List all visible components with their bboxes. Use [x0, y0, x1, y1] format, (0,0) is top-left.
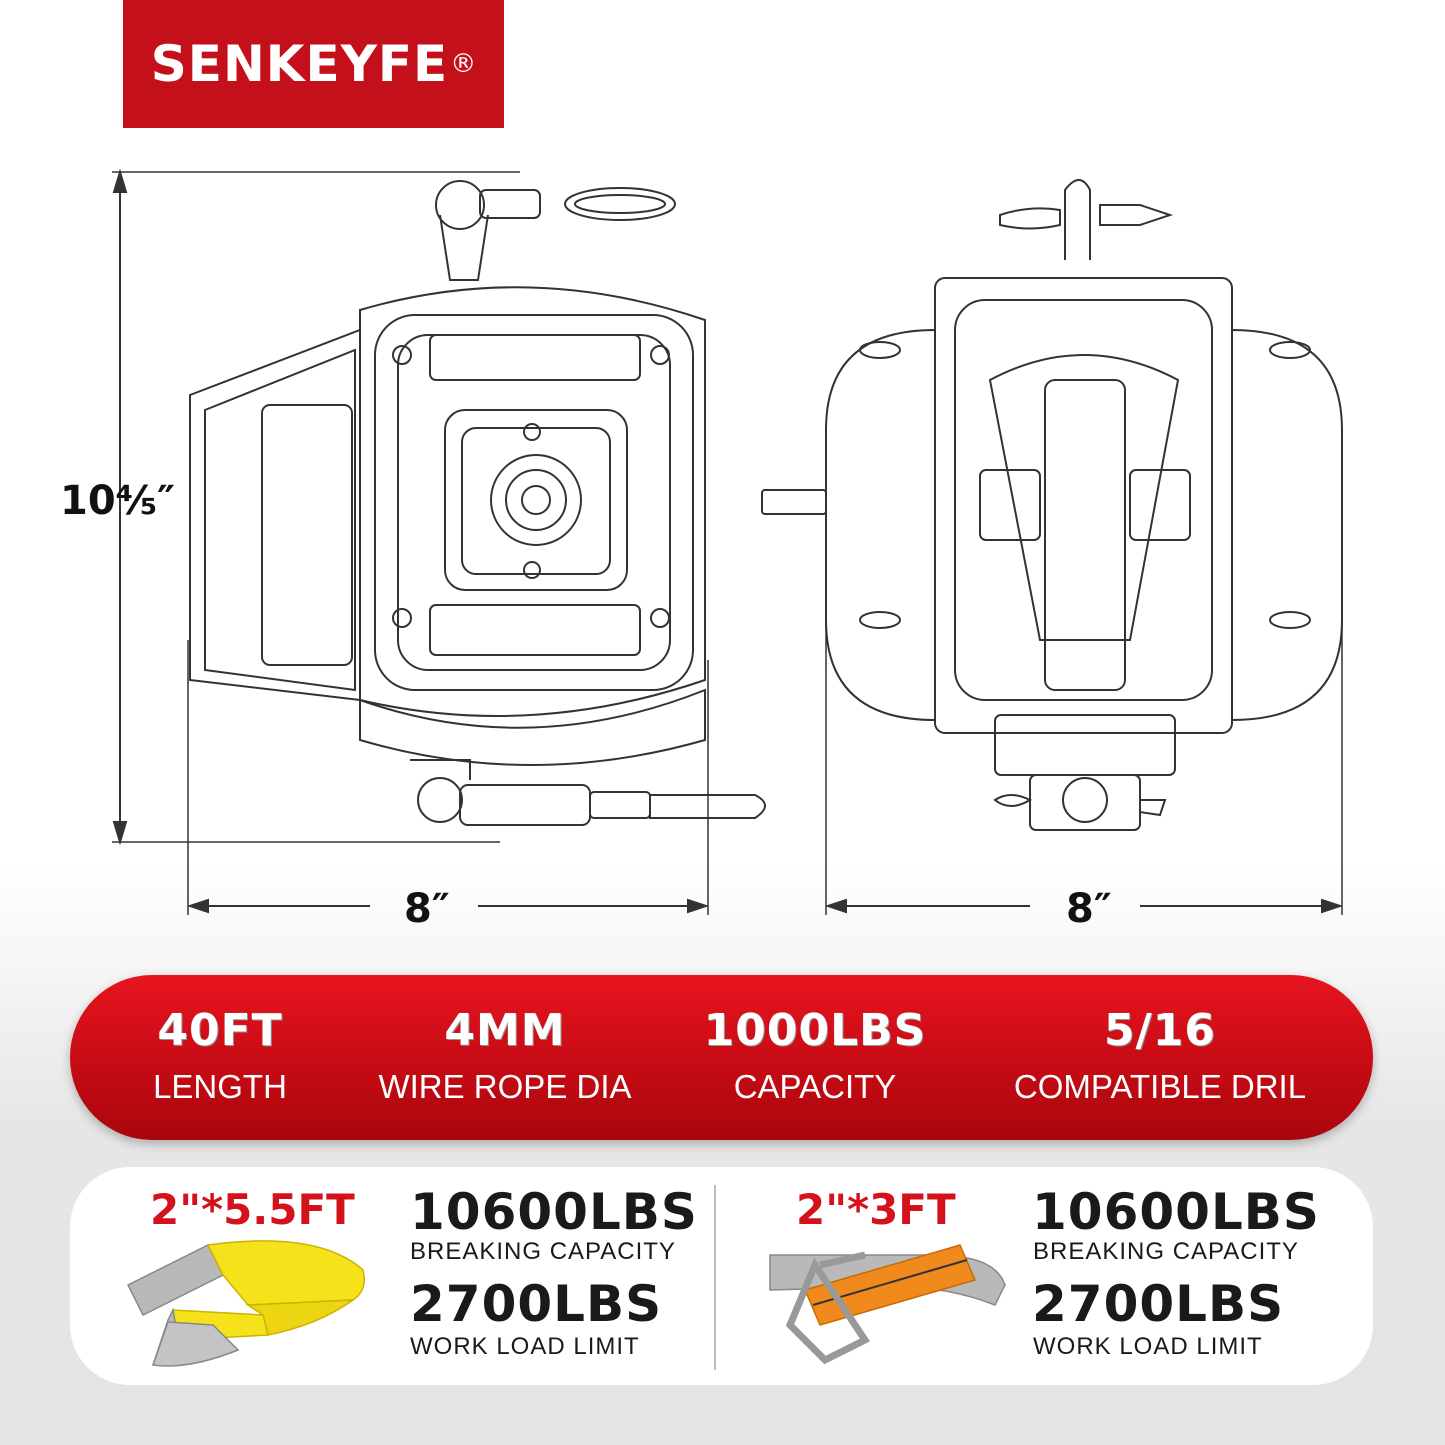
winch-technical-drawing: [112, 168, 1344, 915]
spec-bar: 40FT LENGTH 4MM WIRE ROPE DIA 1000LBS CA…: [70, 975, 1373, 1140]
spec-wire-rope-dia: 4MM WIRE ROPE DIA: [355, 975, 655, 1106]
height-dimension-line: [112, 168, 520, 846]
brand-name: SENKEYFE: [150, 35, 449, 93]
spec-value: 1000LBS: [703, 1005, 927, 1056]
strap-2-breaking-value: 10600LBS: [1032, 1183, 1320, 1241]
registered-mark: ®: [450, 49, 477, 79]
winch-side-view: [761, 179, 1343, 831]
spec-value: 4MM: [444, 1005, 566, 1056]
strap-1-breaking-label: BREAKING CAPACITY: [410, 1238, 676, 1265]
panel-divider: [714, 1185, 716, 1370]
strap-2-breaking-label: BREAKING CAPACITY: [1033, 1238, 1299, 1265]
strap-2-wll-label: WORK LOAD LIMIT: [1033, 1333, 1263, 1360]
side-width-dimension-line: [824, 600, 1344, 915]
spec-value: 40FT: [157, 1005, 283, 1056]
orange-strap-image: [769, 1244, 1006, 1365]
winch-front-view: [189, 180, 766, 826]
spec-label: LENGTH: [153, 1068, 287, 1105]
side-width-label: 8″: [1066, 886, 1112, 932]
height-dimension-label: 10⅘″: [60, 478, 175, 524]
spec-label: WIRE ROPE DIA: [378, 1068, 632, 1105]
strap-1-wll-value: 2700LBS: [410, 1275, 663, 1333]
brand-logo: SENKEYFE®: [123, 0, 504, 128]
strap-1-breaking-value: 10600LBS: [410, 1183, 698, 1241]
yellow-strap-image: [126, 1240, 365, 1367]
spec-label: COMPATIBLE DRIL: [1013, 1068, 1307, 1105]
spec-value: 5/16: [1104, 1005, 1216, 1056]
spec-length: 40FT LENGTH: [130, 975, 310, 1106]
strap-1-wll-label: WORK LOAD LIMIT: [410, 1333, 640, 1360]
strap-1-size: 2"*5.5FT: [150, 1185, 355, 1234]
front-width-dimension-line: [186, 640, 710, 915]
spec-label: CAPACITY: [733, 1068, 897, 1105]
spec-compatible-drill: 5/16 COMPATIBLE DRIL: [1000, 975, 1320, 1106]
front-width-label: 8″: [404, 886, 450, 932]
strap-2-size: 2"*3FT: [796, 1185, 956, 1234]
strap-2-wll-value: 2700LBS: [1032, 1275, 1285, 1333]
spec-capacity: 1000LBS CAPACITY: [690, 975, 940, 1106]
